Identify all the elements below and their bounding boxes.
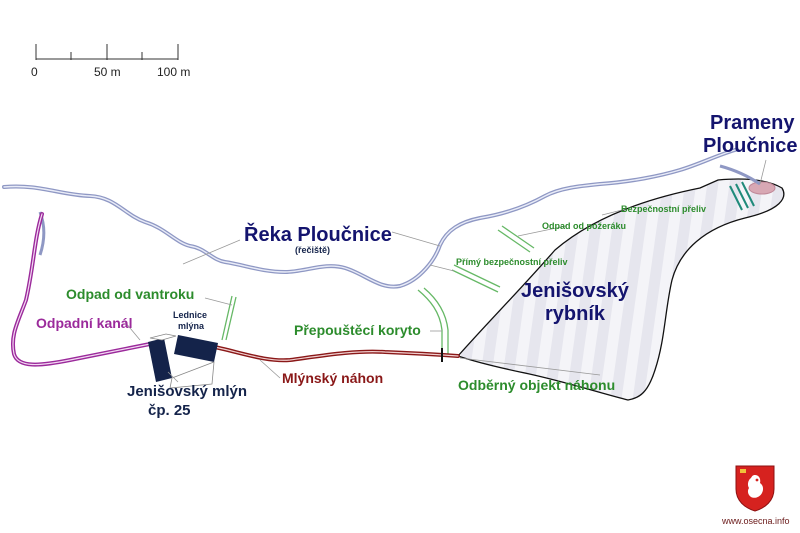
site-url[interactable]: www.osecna.info: [722, 516, 790, 526]
spring-marker: [748, 181, 776, 195]
label-bezpecnostni-preliv: Bezpečnostní přeliv: [621, 204, 707, 214]
scale-tick-0: 0: [31, 65, 38, 79]
label-odberny-objekt: Odběrný objekt náhonu: [458, 377, 616, 393]
label-rybnik-1: Jenišovský: [521, 280, 629, 302]
label-lednice-1: Lednice: [173, 310, 208, 320]
scale-tick-100: 100 m: [157, 65, 191, 79]
label-prameny: Prameny: [710, 112, 795, 134]
mill-buildings: [148, 333, 218, 389]
safety-overflow: [729, 181, 755, 211]
label-odpad-vantroku: Odpad od vantroku: [66, 286, 195, 302]
label-mlynsky-nahon: Mlýnský náhon: [282, 370, 384, 386]
overflow-channels: [221, 225, 535, 356]
label-rybnik-2: rybník: [545, 303, 606, 325]
coat-of-arms-icon: [735, 465, 775, 512]
label-odpadni-kanal: Odpadní kanál: [36, 315, 133, 331]
leader-lines: [124, 159, 767, 383]
label-ploucnice: Ploučnice: [703, 135, 798, 157]
scale-bar: [35, 44, 179, 60]
pond-area: [456, 178, 785, 401]
label-mlyn-1: Jenišovský mlýn: [127, 383, 248, 400]
label-lednice-2: mlýna: [178, 321, 205, 331]
label-mlyn-2: čp. 25: [148, 402, 191, 419]
label-odpad-pozeraku: Odpad od požeráku: [542, 221, 627, 231]
scale-tick-50: 50 m: [94, 65, 121, 79]
label-primy-preliv: Přímý bezpečnostní přeliv: [456, 257, 568, 267]
label-prepousteci-koryto: Přepouštěcí koryto: [294, 322, 421, 338]
label-reka-ploucnice: Řeka Ploučnice: [244, 224, 392, 246]
label-reka-sub: (řečiště): [295, 245, 331, 255]
